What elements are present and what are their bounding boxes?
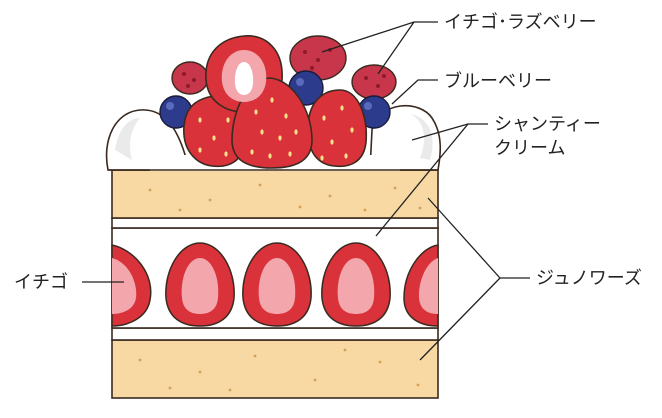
leader-lines (82, 21, 530, 361)
strawberry-back-right (306, 89, 368, 168)
label-strawberry-raspberry: イチゴ･ラズベリー (444, 12, 597, 33)
cream-shading (115, 114, 433, 160)
leader-genoise (427, 197, 530, 279)
label-strawberry: イチゴ (14, 272, 68, 293)
strawberry-seeds (198, 97, 354, 161)
raspberry-right (351, 64, 397, 100)
cream-layer-lower (111, 327, 439, 341)
strawberry-half-4 (321, 242, 391, 327)
label-genoise: ジュノワーズ (536, 268, 642, 289)
label-chantilly-line2: クリーム (494, 138, 565, 159)
strawberry-half-1 (111, 244, 152, 327)
strawberry-halves (111, 242, 439, 327)
sponge-texture (138, 183, 422, 392)
leader-genoise-2 (419, 277, 501, 361)
strawberry-half-3 (242, 242, 312, 327)
label-chantilly-line1: シャンティー (494, 114, 601, 135)
genoise-bottom-layer (111, 339, 439, 399)
label-blueberry: ブルーベリー (444, 70, 552, 92)
raspberry-left (171, 61, 209, 95)
raspberry-texture (182, 48, 386, 88)
leader-strawberry-raspberry-2 (377, 21, 415, 75)
leader-chantilly-2 (375, 123, 469, 237)
genoise-top-layer (111, 169, 439, 219)
leader-blueberry (391, 79, 438, 105)
blueberry-highlights (166, 78, 372, 110)
strawberry-half-2 (165, 242, 235, 327)
strawberry-cut-core (234, 62, 254, 95)
strawberry-half-5 (403, 244, 439, 327)
